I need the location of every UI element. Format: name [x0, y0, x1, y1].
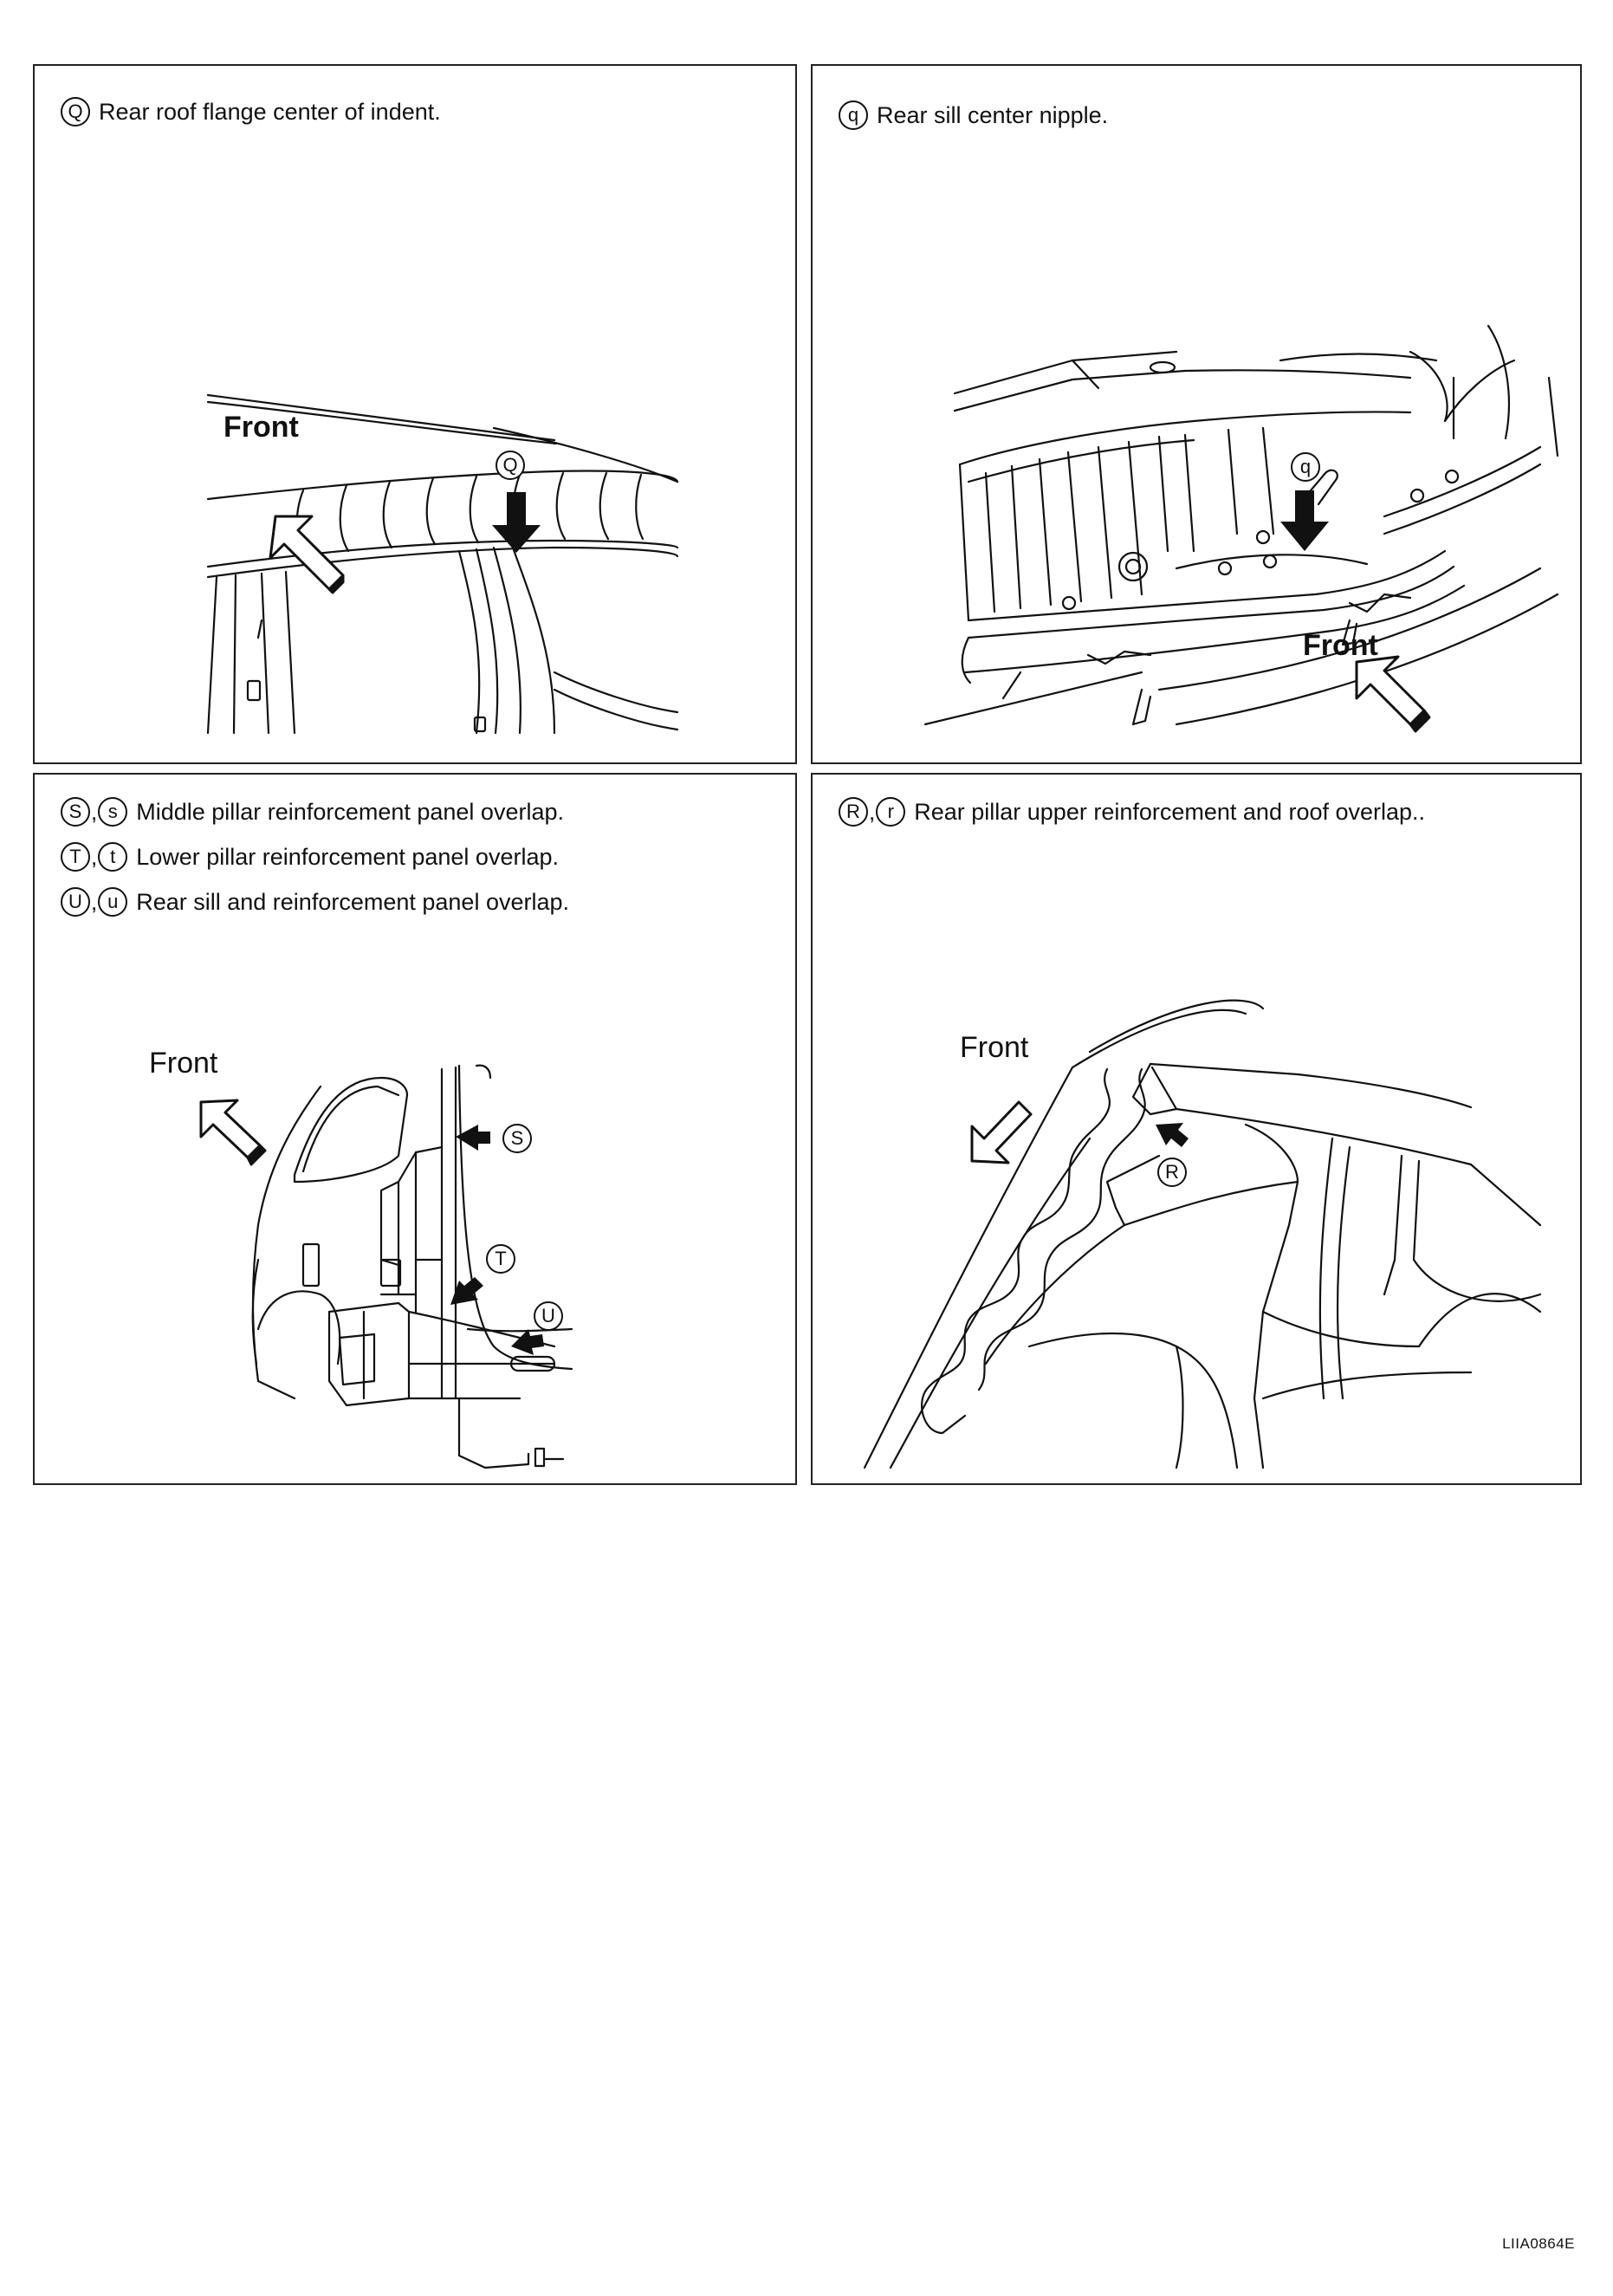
figure-code: LIIA0864E [1502, 2235, 1575, 2252]
panel-rear-pillar-roof: R , r Rear pillar upper reinforcement an… [811, 773, 1582, 1485]
pointer-arrow-icon [1280, 490, 1329, 551]
badge-s: s [98, 797, 128, 827]
panel-pillar-overlaps: S , s Middle pillar reinforcement panel … [33, 773, 797, 1485]
rear-pillar-illustration [863, 999, 1542, 1469]
callout-S: S [502, 1124, 532, 1153]
front-label: Front [149, 1047, 218, 1080]
panel-rear-sill: q Rear sill center nipple. [811, 64, 1582, 764]
front-arrow-icon [1355, 655, 1431, 733]
badge-T: T [61, 842, 90, 872]
caption-q-upper: Q Rear roof flange center of indent. [61, 97, 441, 126]
caption-t: T , t Lower pillar reinforcement panel o… [61, 842, 559, 872]
callout-T: T [486, 1244, 515, 1274]
front-arrow-icon [970, 1100, 1033, 1164]
caption-text: Rear roof flange center of indent. [99, 98, 441, 125]
caption-q-lower: q Rear sill center nipple. [839, 101, 1108, 130]
badge-t: t [98, 842, 128, 872]
callout-Q: Q [496, 451, 525, 480]
panel-rear-roof-flange: Q Rear roof flange center of indent. [33, 64, 797, 764]
front-label: Front [223, 411, 299, 444]
front-arrow-icon [199, 1099, 267, 1166]
pointer-arrow-icon [1156, 1123, 1189, 1147]
badge-u: u [98, 887, 128, 917]
callout-U: U [534, 1301, 563, 1331]
badge-r: r [876, 797, 906, 827]
caption-text: Rear sill and reinforcement panel overla… [136, 888, 569, 915]
caption-text: Middle pillar reinforcement panel overla… [136, 798, 564, 825]
badge-R: R [839, 797, 868, 827]
badge-S: S [61, 797, 90, 827]
caption-s: S , s Middle pillar reinforcement panel … [61, 797, 564, 827]
caption-text: Rear pillar upper reinforcement and roof… [914, 798, 1426, 825]
front-label: Front [1303, 629, 1378, 662]
pointer-arrows [450, 1125, 544, 1355]
pointer-arrow-icon [492, 492, 541, 553]
pointer-arrow-S-icon [456, 1125, 490, 1151]
callout-q: q [1291, 452, 1320, 482]
front-label: Front [960, 1031, 1029, 1064]
badge-q: q [839, 101, 868, 130]
caption-text: Lower pillar reinforcement panel overlap… [136, 843, 559, 870]
pillar-illustration [251, 1064, 573, 1469]
badge-Q: Q [61, 97, 90, 126]
rear-sill-illustration [923, 324, 1559, 726]
caption-text: Rear sill center nipple. [877, 101, 1109, 128]
pointer-arrow-T-icon [450, 1277, 483, 1305]
badge-U: U [61, 887, 90, 917]
caption-r: R , r Rear pillar upper reinforcement an… [839, 797, 1425, 827]
callout-R: R [1157, 1158, 1187, 1187]
caption-u: U , u Rear sill and reinforcement panel … [61, 887, 569, 917]
front-arrow-icon [269, 515, 345, 594]
pointer-arrow-U-icon [511, 1329, 544, 1355]
